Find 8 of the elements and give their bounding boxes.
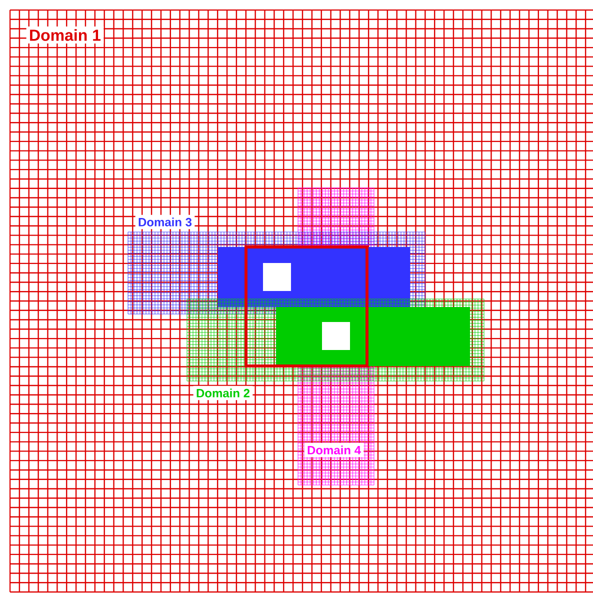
mesh-grid [186, 298, 484, 382]
node-label: Domain 1 [30, 29, 101, 41]
domain-label: Domain 3 [135, 214, 195, 230]
domain-label: Domain 2 [193, 386, 253, 400]
node-label: Domain 4 [308, 446, 361, 454]
domain-label: Domain 1 [26, 26, 104, 44]
mesh-grid [9, 9, 593, 593]
domain-label: Domain 4 [304, 442, 364, 458]
